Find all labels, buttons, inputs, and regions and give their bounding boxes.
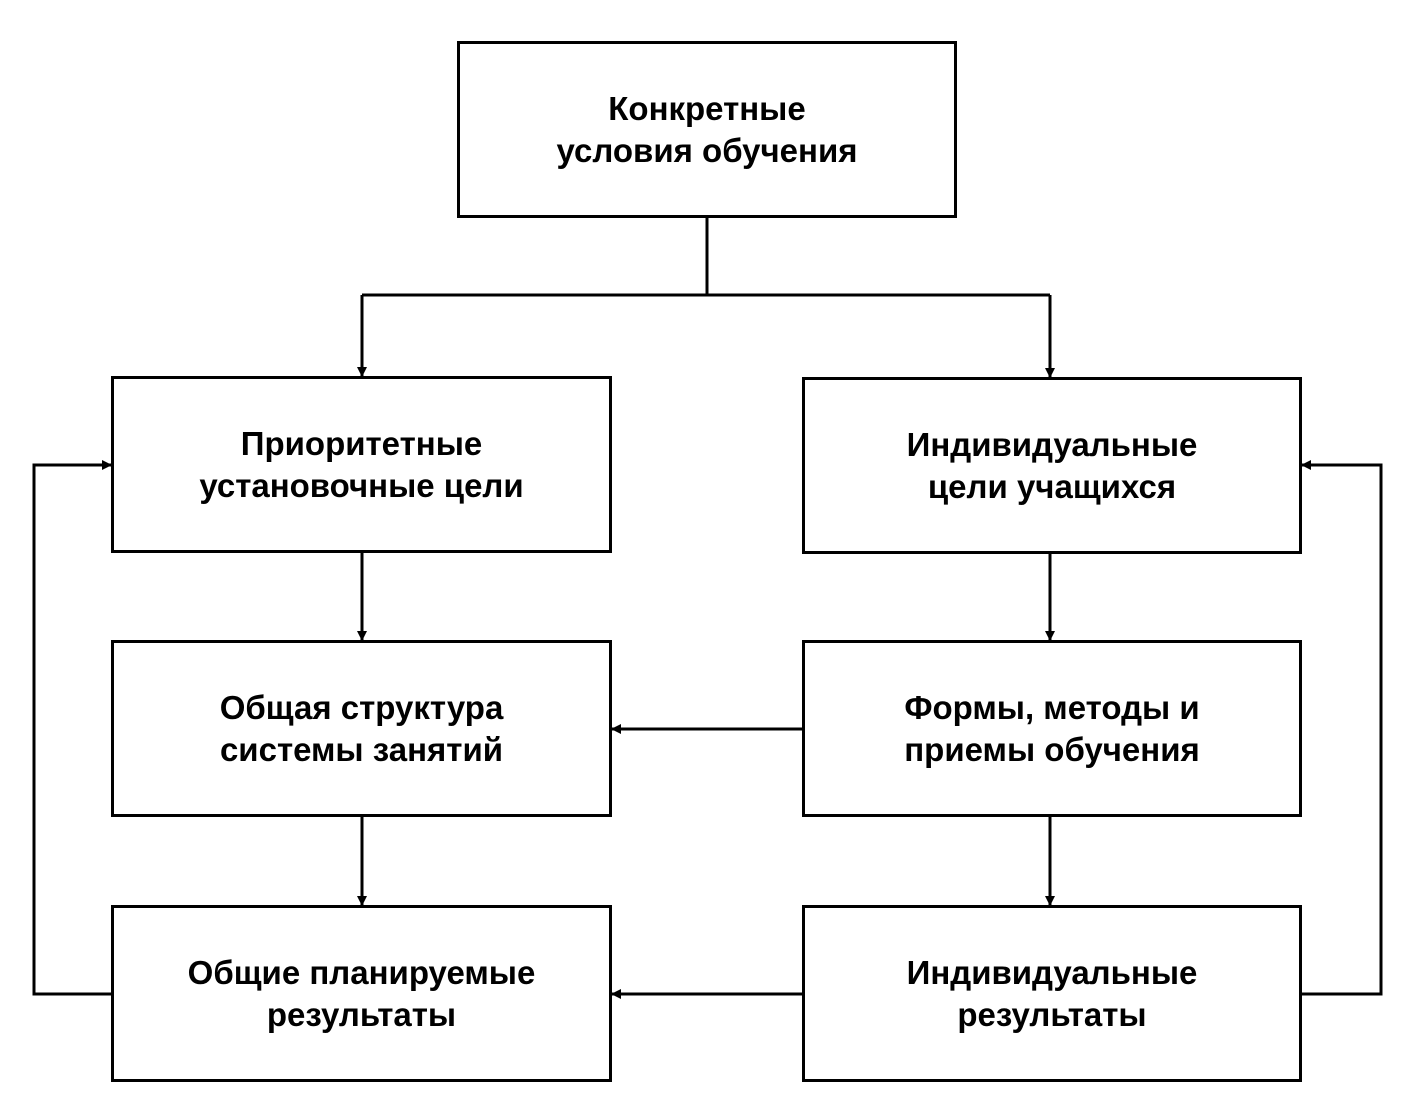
node-forms-methods-line2: приемы обучения: [904, 730, 1200, 768]
node-individual-goals: Индивидуальные цели учащихся: [802, 377, 1302, 554]
node-individual-results-line1: Индивидуальные: [906, 953, 1198, 991]
node-general-results: Общие планируемые результаты: [111, 905, 612, 1082]
node-general-results-line1: Общие планируемые: [187, 953, 536, 991]
node-individual-goals-line1: Индивидуальные: [906, 425, 1198, 463]
node-priority-goals-line1: Приоритетные: [240, 424, 483, 462]
feedback-arrow-individual-results-to-individual-goals: [1301, 460, 1383, 996]
node-conditions-line1: Конкретные: [608, 89, 806, 127]
node-individual-goals-line2: цели учащихся: [927, 467, 1177, 505]
feedback-arrow-general-results-to-priority-goals: [32, 460, 112, 996]
node-general-structure-line2: системы занятий: [219, 730, 504, 768]
node-individual-results: Индивидуальные результаты: [802, 905, 1302, 1082]
node-individual-results-line2: результаты: [957, 995, 1147, 1033]
node-conditions-line2: условия обучения: [556, 131, 858, 169]
node-general-structure: Общая структура системы занятий: [111, 640, 612, 817]
node-general-structure-line1: Общая структура: [219, 688, 504, 726]
node-forms-methods-line1: Формы, методы и: [904, 688, 1200, 726]
node-general-results-line2: результаты: [266, 995, 457, 1033]
node-conditions: Конкретные условия обучения: [457, 41, 957, 218]
node-priority-goals: Приоритетные установочные цели: [111, 376, 612, 553]
node-priority-goals-line2: установочные цели: [199, 466, 524, 504]
node-forms-methods: Формы, методы и приемы обучения: [802, 640, 1302, 817]
